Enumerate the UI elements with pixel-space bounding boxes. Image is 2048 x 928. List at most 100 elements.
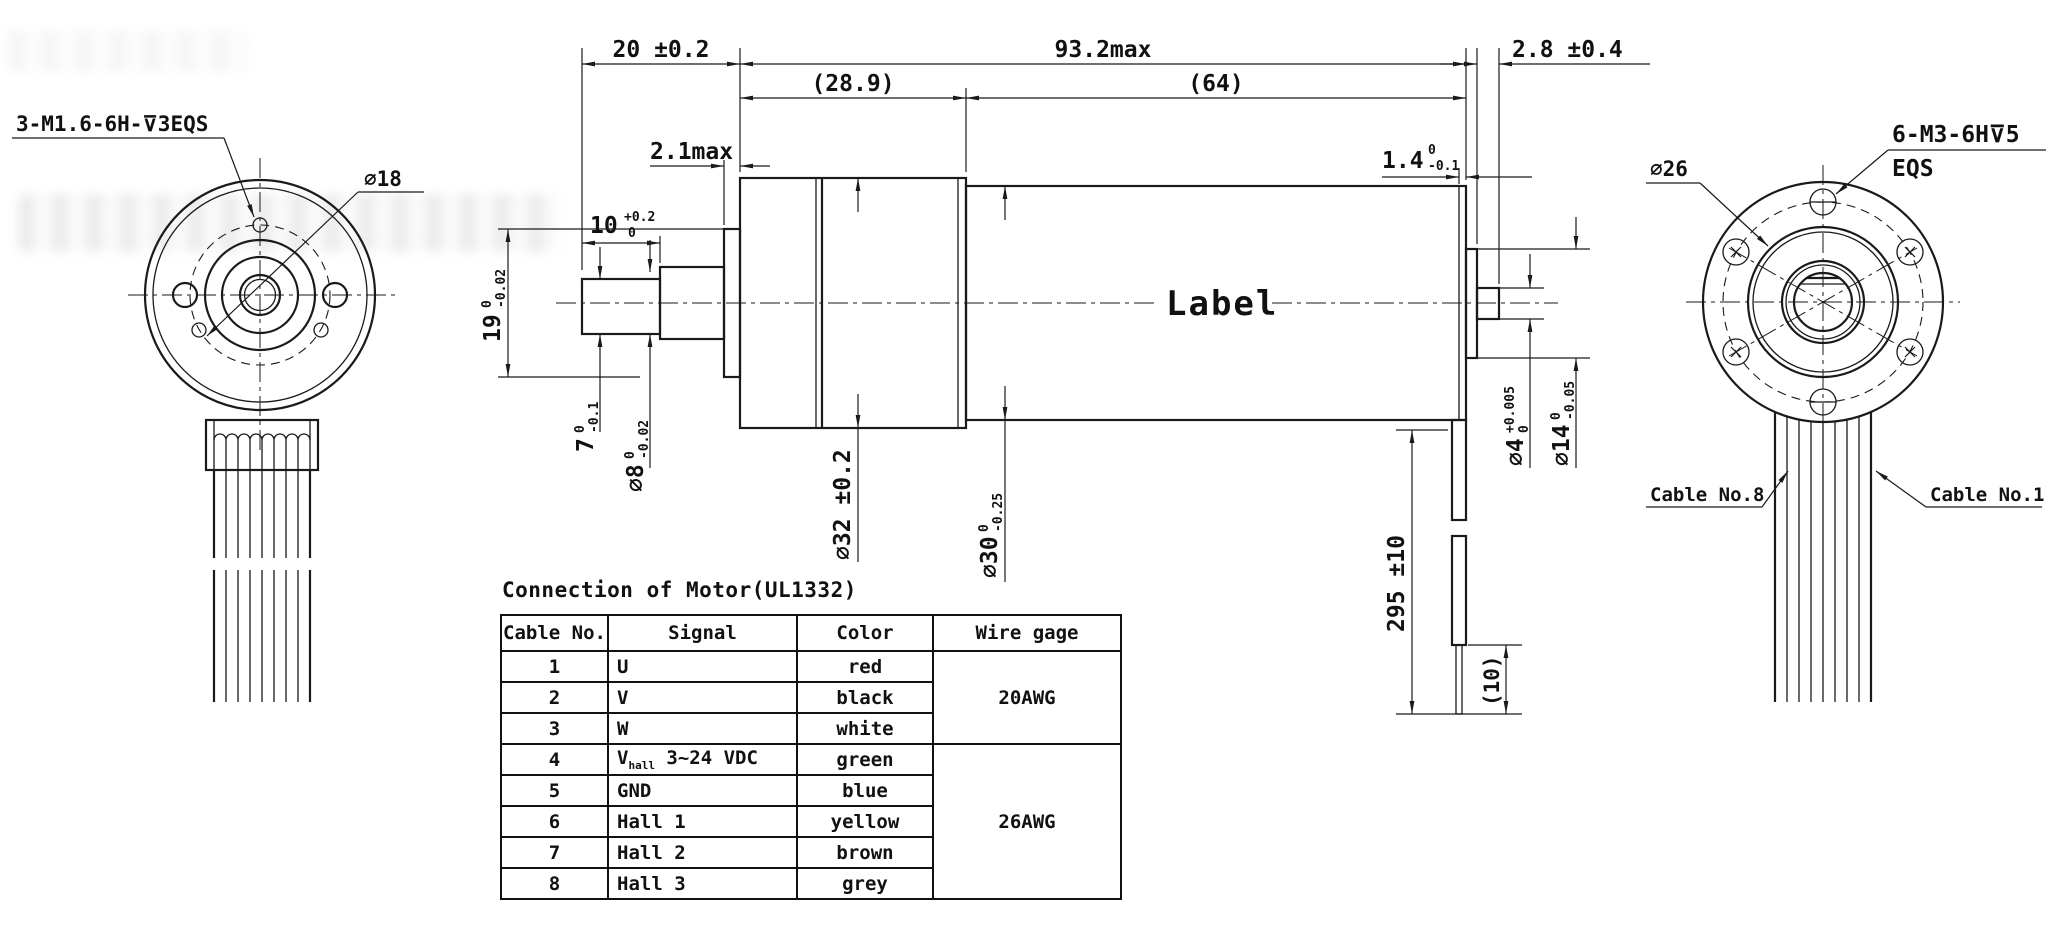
svg-text:+0.2: +0.2 — [624, 210, 655, 225]
dim-pilot: 2.1max — [650, 139, 733, 165]
svg-text:1.4: 1.4 — [1382, 148, 1424, 174]
svg-text:-0.1: -0.1 — [587, 402, 602, 433]
table-row: 8 Hall 3 grey — [500, 867, 1121, 900]
cable-no8-label: Cable No.8 — [1650, 484, 1764, 506]
signal-text: V — [617, 747, 629, 770]
dim-rear-boss-dia: ⌀14 0 -0.05 — [1549, 381, 1578, 466]
svg-text:+0.005: +0.005 — [1503, 386, 1518, 433]
table-row: 6 Hall 1 yellow — [500, 805, 1121, 838]
output-shaft-tip — [580, 277, 662, 336]
cell-cable-no: 1 — [500, 650, 609, 683]
mount-hole-left — [171, 281, 199, 309]
table-row: 7 Hall 2 brown — [500, 836, 1121, 869]
cell-color: green — [796, 743, 934, 776]
right-thread-callout-line1: 6-M3-6H⊽5 — [1892, 122, 2020, 148]
svg-text:0: 0 — [573, 425, 588, 433]
left-cable-connector — [204, 418, 320, 472]
table-row: 4 Vhall 3~24 VDC green 26AWG — [500, 743, 1122, 900]
cell-cable-no: 4 — [500, 743, 609, 776]
dim-rear-plate: 1.4 0 -0.1 — [1382, 143, 1459, 174]
cell-signal: Hall 1 — [607, 805, 798, 838]
signal-text: Hall 1 — [617, 810, 686, 833]
signal-text: W — [617, 717, 629, 740]
connection-table: Cable No. Signal Color Wire gage 1 U red… — [500, 614, 1122, 900]
signal-text: V — [617, 686, 629, 709]
cell-cable-no: 8 — [500, 867, 609, 900]
cell-signal: GND — [607, 774, 798, 807]
dim-shaft-len: 10 +0.2 0 — [590, 210, 655, 241]
svg-text:⌀8: ⌀8 — [623, 464, 649, 492]
dim-cable-len: 295 ±10 — [1384, 535, 1410, 632]
dim-pilot-dia: 19 0 -0.02 — [480, 269, 509, 342]
signal-text: U — [617, 655, 629, 678]
cell-color: grey — [796, 867, 934, 900]
svg-text:-0.05: -0.05 — [1563, 381, 1578, 420]
signal-subscript: hall — [628, 758, 655, 772]
side-view: Label — [480, 37, 1650, 715]
svg-text:-0.02: -0.02 — [637, 420, 652, 459]
svg-text:0: 0 — [480, 300, 495, 308]
svg-text:0: 0 — [623, 451, 638, 459]
dim-rear-nub-dia: ⌀4 +0.005 0 — [1503, 386, 1532, 466]
signal-text: Hall 3 — [617, 872, 686, 895]
cell-cable-no: 6 — [500, 805, 609, 838]
cell-color: yellow — [796, 805, 934, 838]
dim-gearbox: (28.9) — [811, 71, 894, 97]
left-thread-callout: 3-M1.6-6H-⊽3EQS — [16, 112, 208, 136]
dim-shaft-dia: ⌀8 0 -0.02 — [623, 420, 652, 492]
rear-shaft-nub — [1475, 286, 1501, 321]
dim-gear-dia: ⌀32 ±0.2 — [830, 449, 856, 560]
signal-text-rest: 3~24 VDC — [654, 747, 758, 770]
dim-rear-shaft: 2.8 ±0.4 — [1512, 37, 1623, 63]
col-header-wire-gage: Wire gage — [932, 614, 1122, 652]
cell-signal: V — [607, 681, 798, 714]
rear-cable — [1450, 418, 1468, 715]
table-row: 1 U red 20AWG — [500, 650, 1122, 745]
col-header-color: Color — [796, 614, 934, 652]
cell-color: black — [796, 681, 934, 714]
svg-text:10: 10 — [590, 213, 618, 239]
svg-text:0: 0 — [1517, 425, 1532, 433]
cell-cable-no: 7 — [500, 836, 609, 869]
table-row: 5 GND blue — [500, 774, 1121, 807]
svg-text:⌀14: ⌀14 — [1549, 424, 1575, 466]
cell-color: brown — [796, 836, 934, 869]
cell-signal: W — [607, 712, 798, 745]
screw-hole-lower-right — [313, 322, 329, 338]
dim-front-section: 20 ±0.2 — [613, 37, 710, 63]
mount-hole-right — [321, 281, 349, 309]
cable-no1-label: Cable No.1 — [1930, 484, 2044, 506]
right-end-view: ⌀26 6-M3-6H⊽5 EQS Cable No.8 Cable No.1 — [1646, 122, 2046, 702]
cell-signal: U — [607, 650, 798, 683]
svg-text:19: 19 — [480, 314, 506, 342]
watermark-smudge-corner — [8, 30, 248, 72]
cell-color: white — [796, 712, 934, 745]
dim-flat: 7 0 -0.1 — [573, 402, 602, 452]
screw-hole-top — [252, 217, 268, 233]
svg-text:⌀32 ±0.2: ⌀32 ±0.2 — [830, 449, 856, 560]
table-header-row: Cable No. Signal Color Wire gage — [500, 614, 1122, 652]
svg-text:(10): (10) — [1480, 655, 1504, 706]
cell-signal: Vhall 3~24 VDC — [607, 743, 798, 776]
cell-cable-no: 3 — [500, 712, 609, 745]
dimension-lines — [581, 48, 1650, 284]
shaft-bore — [1792, 271, 1854, 333]
left-ribbon-cable — [212, 470, 312, 702]
table-row: 2 V black — [500, 681, 1121, 714]
watermark-smudge — [18, 194, 558, 252]
right-thread-callout-line2: EQS — [1892, 156, 1934, 182]
motor-label-text: Label — [1166, 284, 1278, 324]
cell-signal: Hall 2 — [607, 836, 798, 869]
svg-text:⌀30: ⌀30 — [977, 536, 1003, 578]
connection-table-title: Connection of Motor(UL1332) — [502, 578, 857, 602]
signal-text: Hall 2 — [617, 841, 686, 864]
cell-color: blue — [796, 774, 934, 807]
svg-text:⌀4: ⌀4 — [1503, 438, 1529, 466]
left-diameter-label: ⌀18 — [364, 167, 402, 191]
svg-text:-0.25: -0.25 — [991, 493, 1006, 532]
left-end-view: 3-M1.6-6H-⊽3EQS ⌀18 — [12, 112, 424, 702]
col-header-signal: Signal — [607, 614, 798, 652]
col-header-cable-no: Cable No. — [500, 614, 609, 652]
